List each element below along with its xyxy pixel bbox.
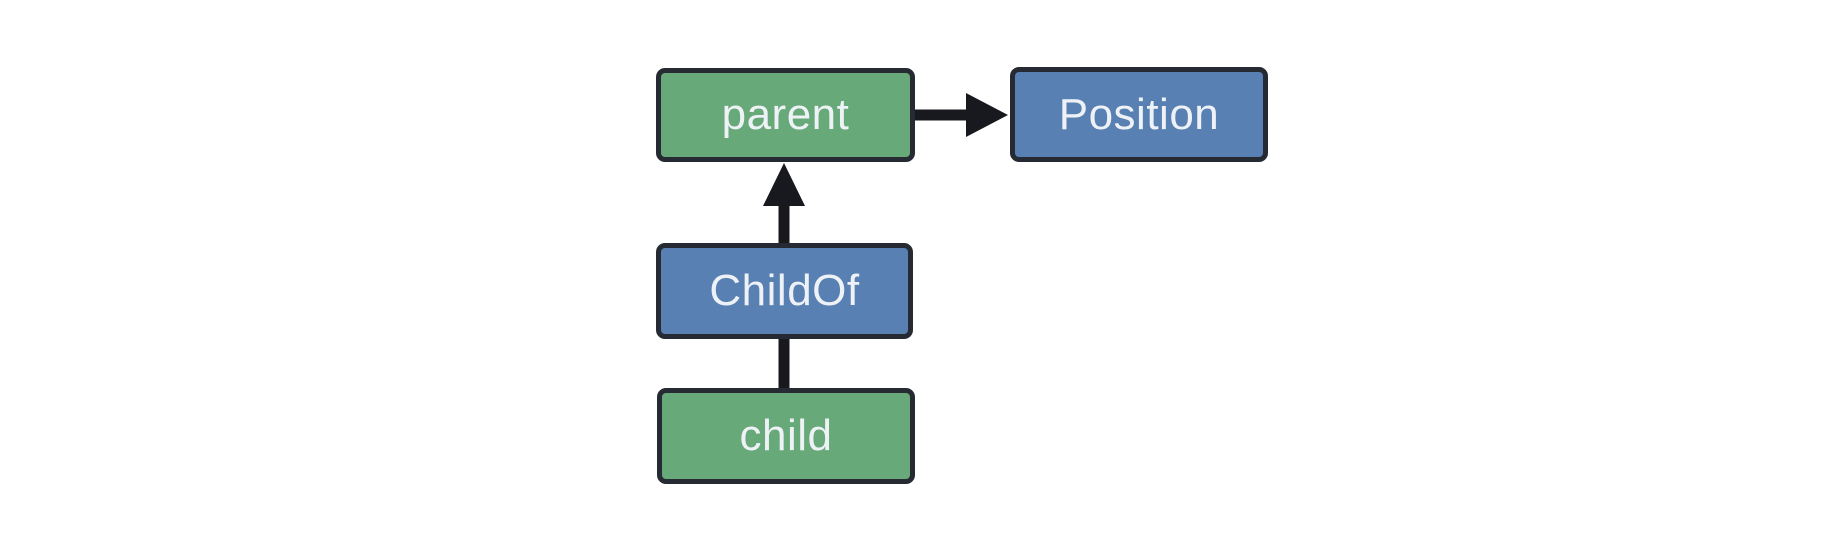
arrow-parent-to-position [913,93,1008,137]
node-childof-label: ChildOf [709,266,860,315]
node-parent-label: parent [721,90,850,139]
node-childof: ChildOf [656,243,913,339]
node-position: Position [1010,67,1268,162]
node-position-label: Position [1058,89,1220,139]
node-child-label: child [739,411,833,460]
node-parent: parent [656,68,915,162]
arrow-childof-to-parent [763,163,805,246]
node-child: child [657,388,915,484]
